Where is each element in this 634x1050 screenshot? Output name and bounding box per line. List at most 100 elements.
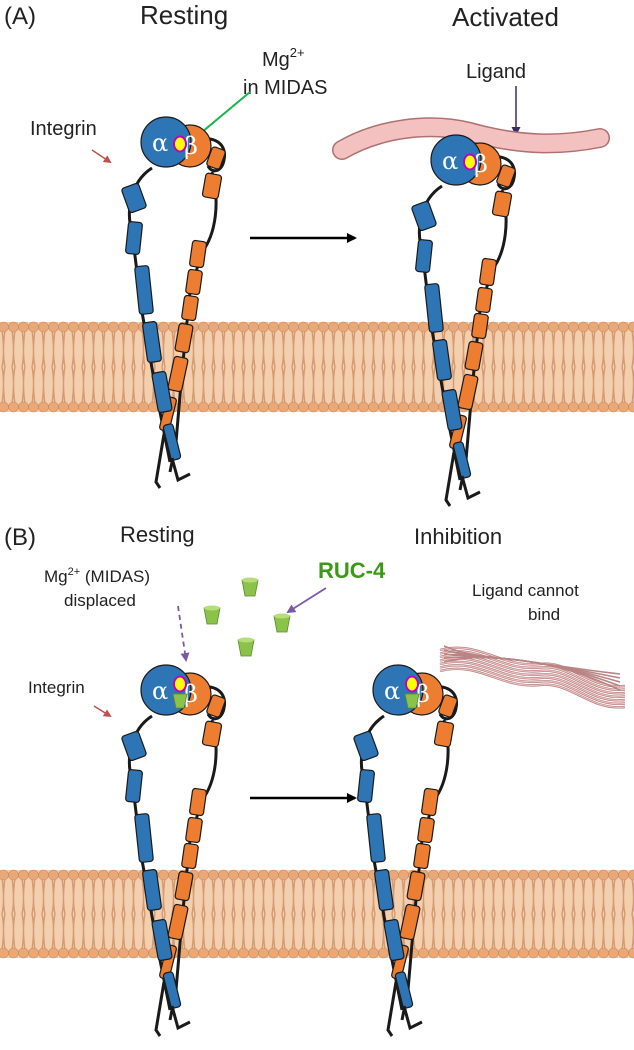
lipid-tail bbox=[331, 329, 336, 368]
lipid-head bbox=[378, 947, 389, 959]
alpha-cyto-tail bbox=[170, 457, 191, 483]
drug-molecules bbox=[203, 577, 291, 657]
lipid-tail bbox=[351, 877, 356, 915]
beta-egf-domain bbox=[475, 286, 493, 314]
lipid-head bbox=[538, 947, 549, 959]
alpha-cyto-tail bbox=[460, 475, 481, 501]
lipid-tail bbox=[61, 913, 66, 951]
lipid-tail bbox=[471, 877, 476, 915]
lipid-tail bbox=[571, 877, 576, 915]
panel-a-ligand-label: Ligand bbox=[466, 61, 526, 83]
beta-egf-domain bbox=[185, 268, 203, 296]
lipid-head bbox=[588, 321, 599, 333]
lipid-tail bbox=[581, 877, 586, 915]
lipid-tail bbox=[351, 366, 356, 405]
lipid-tail bbox=[501, 366, 506, 405]
lipid-tail bbox=[561, 366, 566, 405]
lipid-tail bbox=[311, 366, 316, 405]
lipid-tail bbox=[341, 877, 346, 915]
ligand-fiber-bundle bbox=[439, 645, 626, 709]
lipid-tail bbox=[341, 913, 346, 951]
lipid-head bbox=[228, 947, 239, 959]
lipid-tail bbox=[81, 366, 86, 405]
lipid-head bbox=[278, 401, 289, 413]
lipid-tail bbox=[511, 913, 516, 951]
beta-tm-segment bbox=[167, 355, 189, 393]
lipid-head bbox=[278, 947, 289, 959]
lipid-tail bbox=[251, 329, 256, 368]
lipid-head bbox=[198, 869, 209, 881]
lipid-head bbox=[168, 869, 179, 881]
lipid-head bbox=[198, 401, 209, 413]
beta-tail-domain bbox=[174, 870, 194, 902]
lipid-head bbox=[368, 947, 379, 959]
alpha-calf-domain bbox=[415, 239, 433, 273]
beta-egf-domain bbox=[185, 816, 203, 844]
lipid-head bbox=[98, 401, 109, 413]
lipid-tail bbox=[421, 913, 426, 951]
beta-egf-domain bbox=[479, 257, 497, 287]
lipid-tail bbox=[391, 877, 396, 915]
lipid-tail bbox=[321, 913, 326, 951]
lipid-head bbox=[408, 401, 419, 413]
lipid-head bbox=[608, 401, 619, 413]
lipid-head bbox=[108, 401, 119, 413]
lipid-head bbox=[138, 401, 149, 413]
panel-b-ligand-label-line2: bind bbox=[528, 605, 560, 624]
lipid-head bbox=[328, 321, 339, 333]
lipid-head bbox=[528, 321, 539, 333]
lipid-tail bbox=[51, 329, 56, 368]
lipid-tail bbox=[491, 877, 496, 915]
lipid-tail bbox=[191, 913, 196, 951]
lipid-head bbox=[608, 869, 619, 881]
lipid-tail bbox=[511, 877, 516, 915]
alpha-symbol: α bbox=[152, 677, 168, 705]
lipid-head bbox=[118, 869, 129, 881]
beta-symbol: β bbox=[184, 132, 198, 160]
lipid-tail bbox=[551, 913, 556, 951]
lipid-head bbox=[478, 401, 489, 413]
alpha-symbol: α bbox=[442, 147, 458, 175]
lipid-head bbox=[48, 869, 59, 881]
lipid-head bbox=[448, 869, 459, 881]
lipid-head bbox=[418, 401, 429, 413]
lipid-tail bbox=[541, 877, 546, 915]
mg-symbol-b: Mg bbox=[44, 567, 68, 586]
beta-symbol: β bbox=[474, 150, 488, 178]
beta-egf-domain bbox=[417, 816, 435, 844]
beta-psi-domain bbox=[206, 146, 226, 170]
lipid-head bbox=[598, 401, 609, 413]
panel-b-integrin-label: Integrin bbox=[28, 678, 85, 697]
lipid-tail bbox=[51, 366, 56, 405]
lipid-tail bbox=[21, 877, 26, 915]
lipid-tail bbox=[351, 913, 356, 951]
lipid-tail bbox=[241, 366, 246, 405]
lipid-tail bbox=[541, 366, 546, 405]
lipid-head bbox=[528, 869, 539, 881]
lipid-tail bbox=[71, 877, 76, 915]
lipid-head bbox=[588, 869, 599, 881]
lipid-tail bbox=[511, 329, 516, 368]
lipid-tail bbox=[201, 913, 206, 951]
ruc4-molecule-top bbox=[242, 577, 258, 583]
lipid-head bbox=[578, 869, 589, 881]
panel-b-mg-pointer bbox=[177, 605, 190, 662]
beta-egf-domain bbox=[201, 720, 223, 748]
alpha-calf-domain bbox=[432, 339, 452, 381]
lipid-head bbox=[278, 321, 289, 333]
lipid-head bbox=[138, 947, 149, 959]
lipid-tail bbox=[451, 877, 456, 915]
lipid-tail bbox=[91, 877, 96, 915]
lipid-head bbox=[118, 321, 129, 333]
ligand-fiber-core bbox=[439, 664, 626, 705]
lipid-tail bbox=[361, 913, 366, 951]
alpha-tm-segment bbox=[394, 971, 414, 1009]
lipid-head bbox=[188, 947, 199, 959]
panel-b-resting-title: Resting bbox=[120, 522, 195, 547]
lipid-head bbox=[468, 869, 479, 881]
lipid-head bbox=[88, 869, 99, 881]
alpha-calf-domain bbox=[374, 869, 394, 911]
lipid-tail bbox=[231, 366, 236, 405]
lipid-tail bbox=[371, 877, 376, 915]
